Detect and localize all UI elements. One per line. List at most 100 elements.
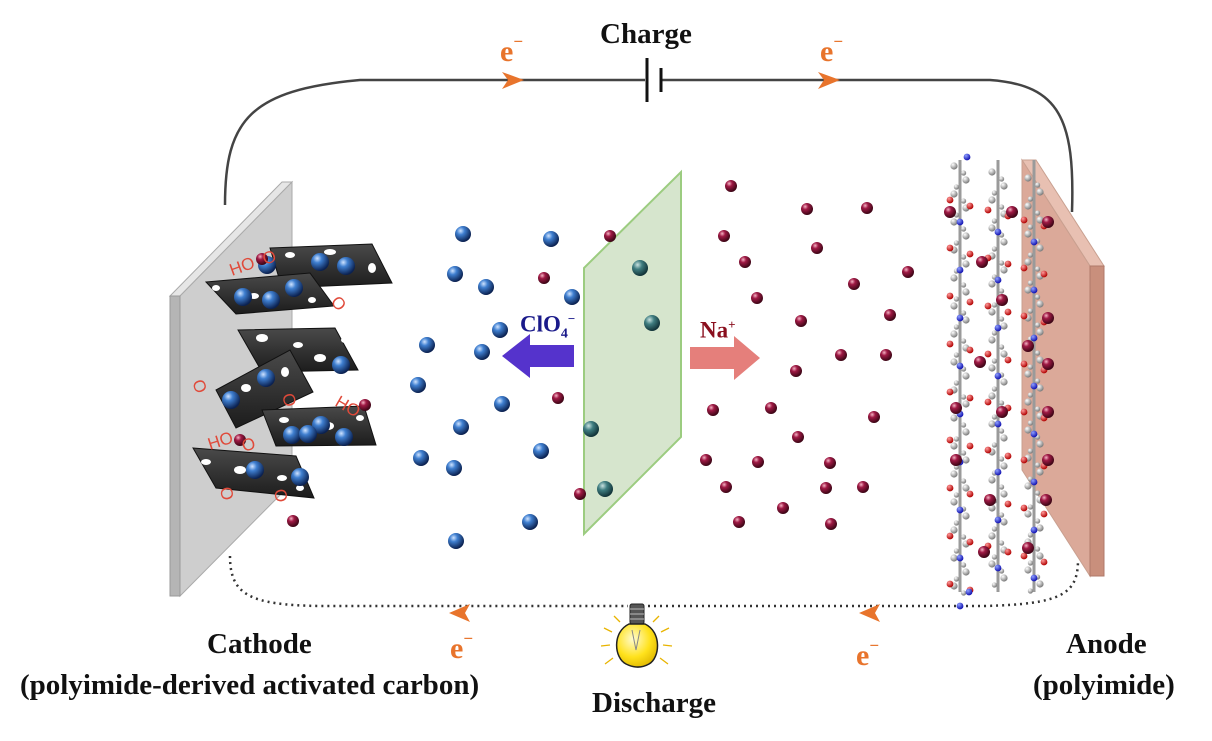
cation-sphere	[861, 202, 873, 214]
hydrogen-atom	[999, 400, 1005, 406]
hydrogen-atom	[1035, 490, 1041, 496]
carbon-atom	[1036, 524, 1044, 532]
hydrogen-atom	[999, 204, 1005, 210]
anion-sphere	[413, 450, 429, 466]
oxygen-atom	[1020, 408, 1028, 416]
hydrogen-atom	[1035, 378, 1041, 384]
anion-sphere	[419, 337, 435, 353]
carbon-atom	[1036, 216, 1044, 224]
oxygen-atom	[946, 532, 954, 540]
hydrogen-atom	[1035, 322, 1041, 328]
hydrogen-atom	[1027, 532, 1033, 538]
light-bulb-icon	[600, 603, 673, 668]
hydrogen-atom	[953, 576, 960, 582]
nitrogen-atom	[956, 266, 964, 274]
cation-sphere	[574, 488, 586, 500]
discharge-label: Discharge	[592, 687, 717, 719]
charge-electron-label-right: e−	[820, 32, 844, 68]
charge-electron-arrow-left	[502, 72, 524, 89]
cathode-subtitle: (polyimide-derived activated carbon)	[20, 669, 480, 701]
cation-sphere	[792, 431, 804, 443]
nitrogen-atom	[994, 420, 1002, 428]
carbon-atom	[962, 400, 970, 408]
hydrogen-atom	[991, 582, 998, 588]
cation-sphere	[795, 315, 807, 327]
hydrogen-atom	[961, 310, 967, 316]
hydrogen-atom	[991, 218, 998, 224]
anion-sphere	[583, 421, 599, 437]
hydrogen-atom	[999, 344, 1005, 350]
carbon-atom	[1036, 384, 1044, 392]
anion-sphere	[632, 260, 648, 276]
carbon-atom	[962, 568, 970, 576]
carbon-atom	[988, 476, 996, 484]
hydrogen-atom	[999, 484, 1005, 490]
anion-sphere	[644, 315, 660, 331]
oxygen-atom	[1040, 510, 1048, 518]
carbon-atom	[950, 442, 958, 450]
hydrogen-atom	[999, 288, 1005, 294]
cation-sphere	[974, 356, 986, 368]
carbon-atom	[988, 560, 996, 568]
cation-sphere	[538, 272, 550, 284]
anion-sphere	[222, 391, 240, 409]
cation-sphere	[801, 203, 813, 215]
carbon-atom	[1024, 426, 1032, 434]
hydrogen-atom	[991, 414, 998, 420]
oxygen-atom	[946, 580, 954, 588]
cation-sphere	[790, 365, 802, 377]
cation-sphere	[1042, 312, 1054, 324]
hydrogen-atom	[961, 534, 967, 540]
hydrogen-atom	[1035, 266, 1041, 272]
cation-sphere	[1022, 542, 1034, 554]
oxygen-atom	[966, 538, 974, 546]
oxygen-atom	[1004, 548, 1012, 556]
anion-sphere	[285, 279, 303, 297]
carbon-atom	[1000, 490, 1008, 498]
carbon-atom	[950, 162, 958, 170]
carbon-atom	[962, 260, 970, 268]
anion-sphere	[543, 231, 559, 247]
oxygen-atom	[966, 394, 974, 402]
hydrogen-atom	[953, 240, 960, 246]
nitrogen-atom	[994, 276, 1002, 284]
anion-sphere	[332, 356, 350, 374]
carbon-atom	[1000, 182, 1008, 190]
anion-sphere	[533, 443, 549, 459]
cation-sphere	[751, 292, 763, 304]
carbonyl-group-label: O	[239, 434, 257, 456]
carbon-atom	[988, 336, 996, 344]
carbon-atom	[1024, 510, 1032, 518]
carbon-atom	[988, 420, 996, 428]
cation-sphere	[884, 309, 896, 321]
carbonyl-group-label: O	[327, 292, 350, 314]
carbonyl-group-label: O	[188, 377, 210, 396]
hydrogen-atom	[961, 590, 967, 596]
anion-sphere	[564, 289, 580, 305]
hydrogen-atom	[1035, 294, 1041, 300]
cation-sphere	[868, 411, 880, 423]
cation-sphere	[1006, 206, 1018, 218]
hydrogen-atom	[1027, 448, 1033, 454]
carbon-atom	[988, 364, 996, 372]
nitrogen-atom	[1030, 334, 1038, 342]
hydrogen-atom	[999, 456, 1005, 462]
oxygen-atom	[1004, 308, 1012, 316]
oxygen-atom	[966, 346, 974, 354]
carbon-atom	[1000, 462, 1008, 470]
carbon-atom	[1036, 468, 1044, 476]
cathode-title: Cathode	[207, 628, 312, 660]
nitrogen-atom	[994, 516, 1002, 524]
cation-sphere	[996, 294, 1008, 306]
oxygen-atom	[1020, 312, 1028, 320]
anion-sphere	[474, 344, 490, 360]
oxygen-atom	[966, 250, 974, 258]
cation-sphere	[739, 256, 751, 268]
cation-sphere	[857, 481, 869, 493]
oxygen-atom	[946, 340, 954, 348]
nitrogen-atom	[965, 588, 973, 596]
cation-sphere	[820, 482, 832, 494]
hydrogen-atom	[961, 254, 967, 260]
carbonyl-group-label: O	[216, 485, 237, 501]
hydrogen-atom	[991, 442, 998, 448]
